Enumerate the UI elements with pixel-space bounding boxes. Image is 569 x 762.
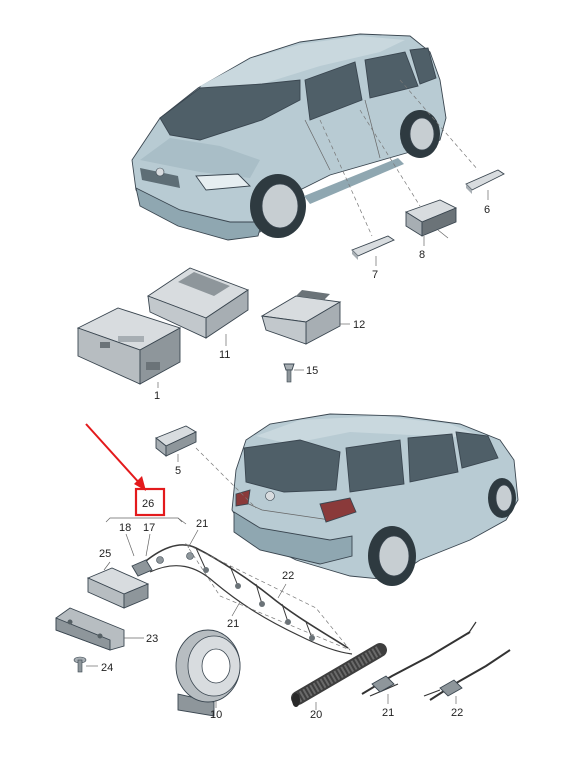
callout-6: 6 [484,204,490,216]
part-10-adhesive-tape [175,629,241,717]
callout-11: 11 [219,349,230,361]
callout-15: 15 [306,365,318,377]
callout-23: 23 [146,633,158,645]
part-12-bracket [260,290,342,345]
callout-22-b: 22 [451,707,463,719]
callout-10: 10 [210,709,222,721]
part-20-corrugated-tube [291,643,387,707]
part-6-door-handle-sensor [465,169,505,194]
callout-22-a: 22 [282,570,294,582]
part-24-screw [73,656,87,673]
callout-17: 17 [143,522,155,534]
highlight-arrow [85,423,146,491]
callout-26: 26 [142,498,154,510]
part-7-door-handle-sensor [351,235,395,260]
callout-1: 1 [154,390,160,402]
part-15-screw [283,363,295,383]
part-21-cable-tie [361,621,477,697]
callout-12: 12 [353,319,365,331]
part-1-control-unit [76,307,182,385]
part-25-control-unit [86,567,150,609]
callout-8: 8 [419,249,425,261]
part-26-wiring-harness [131,543,353,655]
part-11-bracket [147,267,249,339]
rear-vehicle [231,413,519,586]
part-8-control-unit [404,199,458,239]
part-22-cable-tie [423,649,511,701]
callout-20: 20 [310,709,322,721]
callout-21-b: 21 [227,618,239,630]
callout-18: 18 [119,522,131,534]
callout-7: 7 [372,269,378,281]
callout-5: 5 [175,465,181,477]
part-5-sensor [155,425,197,457]
callout-24: 24 [101,662,113,674]
part-23-bracket [55,607,125,651]
callout-21-c: 21 [382,707,394,719]
callout-21-a: 21 [196,518,208,530]
highlight-box [134,487,166,517]
front-vehicle [131,33,447,241]
callout-25: 25 [99,548,111,560]
